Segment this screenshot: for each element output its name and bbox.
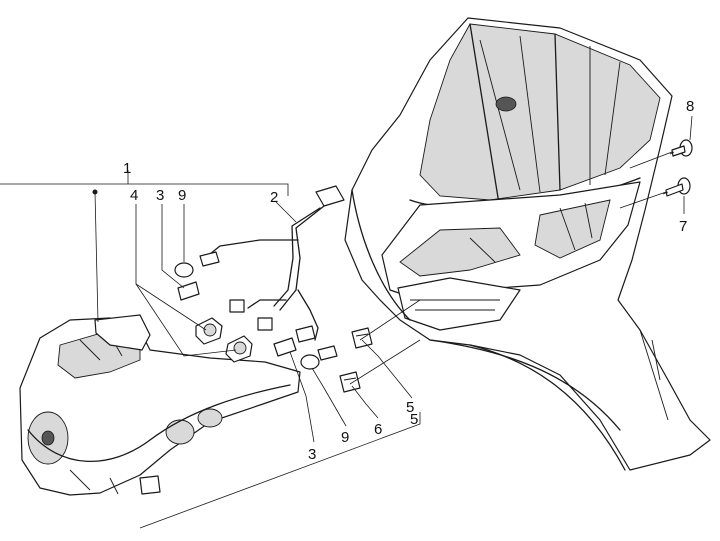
callout-9-upper: 9 [178, 187, 186, 204]
connector-plug [257, 317, 273, 331]
clips [339, 327, 373, 393]
badge-icon [495, 96, 517, 112]
headlight-lens-right [165, 419, 195, 445]
socket-3-upper [177, 281, 200, 301]
screw-8 [669, 139, 693, 157]
callout-7: 7 [679, 218, 687, 235]
bulbs [174, 251, 338, 370]
bulb-9-lower [300, 354, 320, 370]
screws [662, 139, 693, 197]
callout-8: 8 [686, 98, 694, 115]
callout-9-lower: 9 [341, 429, 349, 446]
leader-lines [0, 115, 693, 529]
callout-1: 1 [123, 160, 131, 177]
callout-3-lower: 3 [308, 446, 316, 463]
callout-4: 4 [130, 187, 138, 204]
socket-3-lower [273, 337, 297, 357]
callout-6: 6 [374, 421, 382, 438]
connector-plug [229, 299, 245, 313]
clip-5 [351, 327, 373, 349]
wiring-harness [204, 185, 345, 341]
headlight-housing [19, 189, 301, 496]
bulb-9-upper [174, 262, 194, 278]
screw-7 [662, 177, 691, 197]
callout-3-upper: 3 [156, 187, 164, 204]
bulb-4-main [195, 317, 253, 363]
callout-labels: 1 2 3 3 4 5 5 6 7 8 9 9 [123, 98, 694, 463]
callout-2: 2 [270, 189, 278, 206]
front-shield-assembly [344, 17, 711, 471]
callout-5-bottom: 5 [410, 411, 418, 428]
callout-5-right: 5 [406, 399, 414, 416]
clip-6 [339, 371, 361, 393]
